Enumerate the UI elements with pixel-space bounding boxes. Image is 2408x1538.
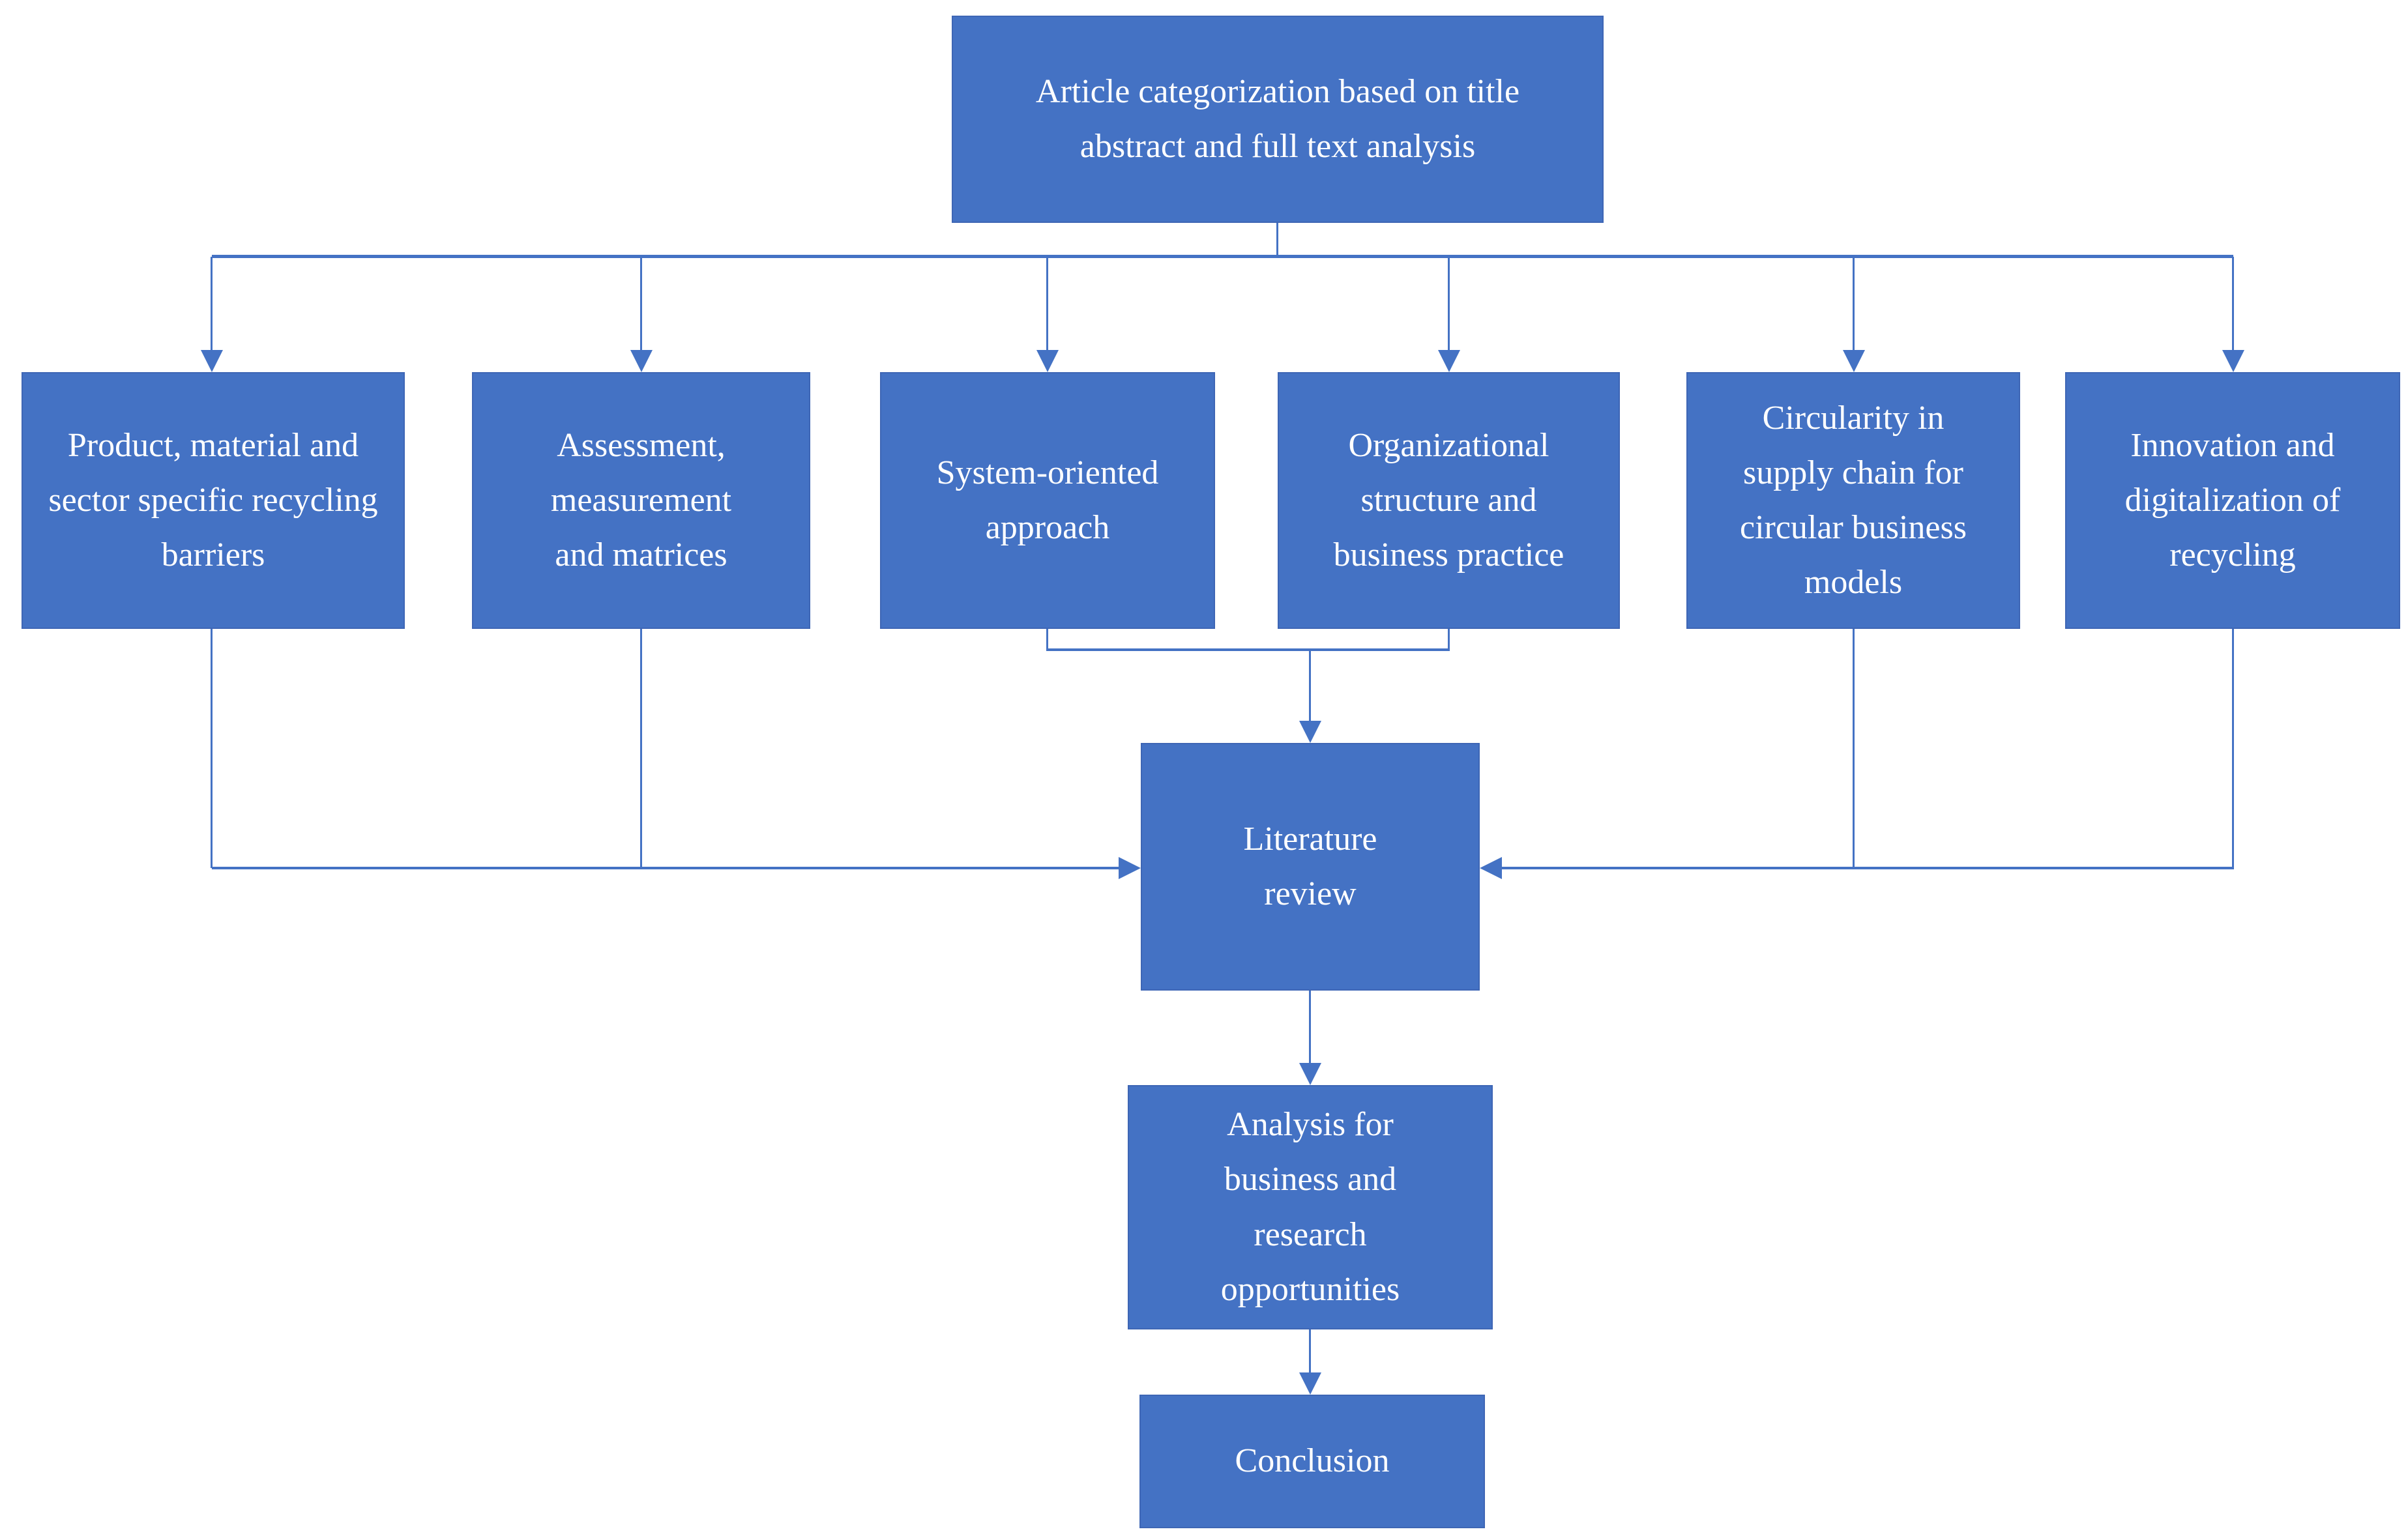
flow-box-assessment-measurement: Assessment, measurement and matrices (472, 372, 810, 629)
flow-box-system-oriented-approach-label: System-oriented approach (936, 454, 1159, 546)
flow-box-circularity-supply-chain-label: Circularity in supply chain for circular… (1739, 399, 1967, 602)
arrowhead-into-circularity-box (1843, 350, 1865, 372)
connector-literature-to-analysis (1309, 991, 1311, 1064)
connector-assessment-down (640, 629, 642, 868)
connector-innovation-down (2232, 629, 2234, 868)
connector-left-into-literature (212, 867, 1119, 869)
connector-drop-circularity (1853, 257, 1855, 351)
flow-box-product-material-barriers: Product, material and sector specific re… (22, 372, 405, 629)
arrowhead-into-product-box (201, 350, 223, 372)
connector-drop-product (211, 257, 213, 351)
connector-drop-assessment (640, 257, 642, 351)
flow-box-article-categorization-label: Article categorization based on title ab… (1035, 72, 1520, 165)
flow-box-circularity-supply-chain: Circularity in supply chain for circular… (1686, 372, 2020, 629)
connector-drop-organizational (1448, 257, 1450, 351)
flow-box-organizational-structure: Organizational structure and business pr… (1278, 372, 1620, 629)
flow-box-innovation-digitalization-label: Innovation and digitalization of recycli… (2124, 426, 2341, 574)
flow-box-organizational-structure-label: Organizational structure and business pr… (1333, 426, 1564, 574)
flow-box-analysis-opportunities-label: Analysis for business and research oppor… (1220, 1106, 1400, 1308)
connector-analysis-to-conclusion (1309, 1329, 1311, 1372)
flow-box-literature-review-label: Literature review (1243, 820, 1377, 912)
flow-box-innovation-digitalization: Innovation and digitalization of recycli… (2065, 372, 2400, 629)
arrowhead-into-assessment-box (630, 350, 653, 372)
connector-product-down (211, 629, 213, 868)
flow-box-product-material-barriers-label: Product, material and sector specific re… (48, 426, 378, 574)
arrowhead-into-innovation-box (2222, 350, 2244, 372)
connector-circularity-down (1853, 629, 1855, 868)
arrowhead-into-conclusion-box (1299, 1372, 1321, 1395)
flow-box-conclusion-label: Conclusion (1235, 1442, 1390, 1480)
arrowhead-into-literature-left (1119, 857, 1141, 879)
connector-root-stem (1276, 223, 1278, 257)
arrowhead-into-system-box (1036, 350, 1059, 372)
flow-box-analysis-opportunities: Analysis for business and research oppor… (1128, 1085, 1493, 1329)
connector-right-into-literature (1502, 867, 2234, 869)
arrowhead-into-literature-right (1480, 857, 1502, 879)
flow-box-system-oriented-approach: System-oriented approach (880, 372, 1215, 629)
connector-merge-line (1046, 648, 1450, 651)
flow-box-literature-review: Literature review (1141, 743, 1480, 991)
connector-organizational-down (1448, 629, 1450, 650)
connector-distribution-line (212, 255, 2233, 258)
flow-box-conclusion: Conclusion (1139, 1395, 1485, 1528)
flow-box-article-categorization: Article categorization based on title ab… (952, 16, 1604, 223)
connector-system-down (1046, 629, 1048, 650)
arrowhead-into-analysis-box (1299, 1063, 1321, 1085)
arrowhead-into-literature-top (1299, 721, 1321, 743)
arrowhead-into-organizational-box (1438, 350, 1460, 372)
connector-drop-innovation (2232, 257, 2234, 351)
connector-drop-system (1046, 257, 1048, 351)
connector-merge-stem (1309, 651, 1311, 721)
flow-box-assessment-measurement-label: Assessment, measurement and matrices (550, 426, 732, 574)
